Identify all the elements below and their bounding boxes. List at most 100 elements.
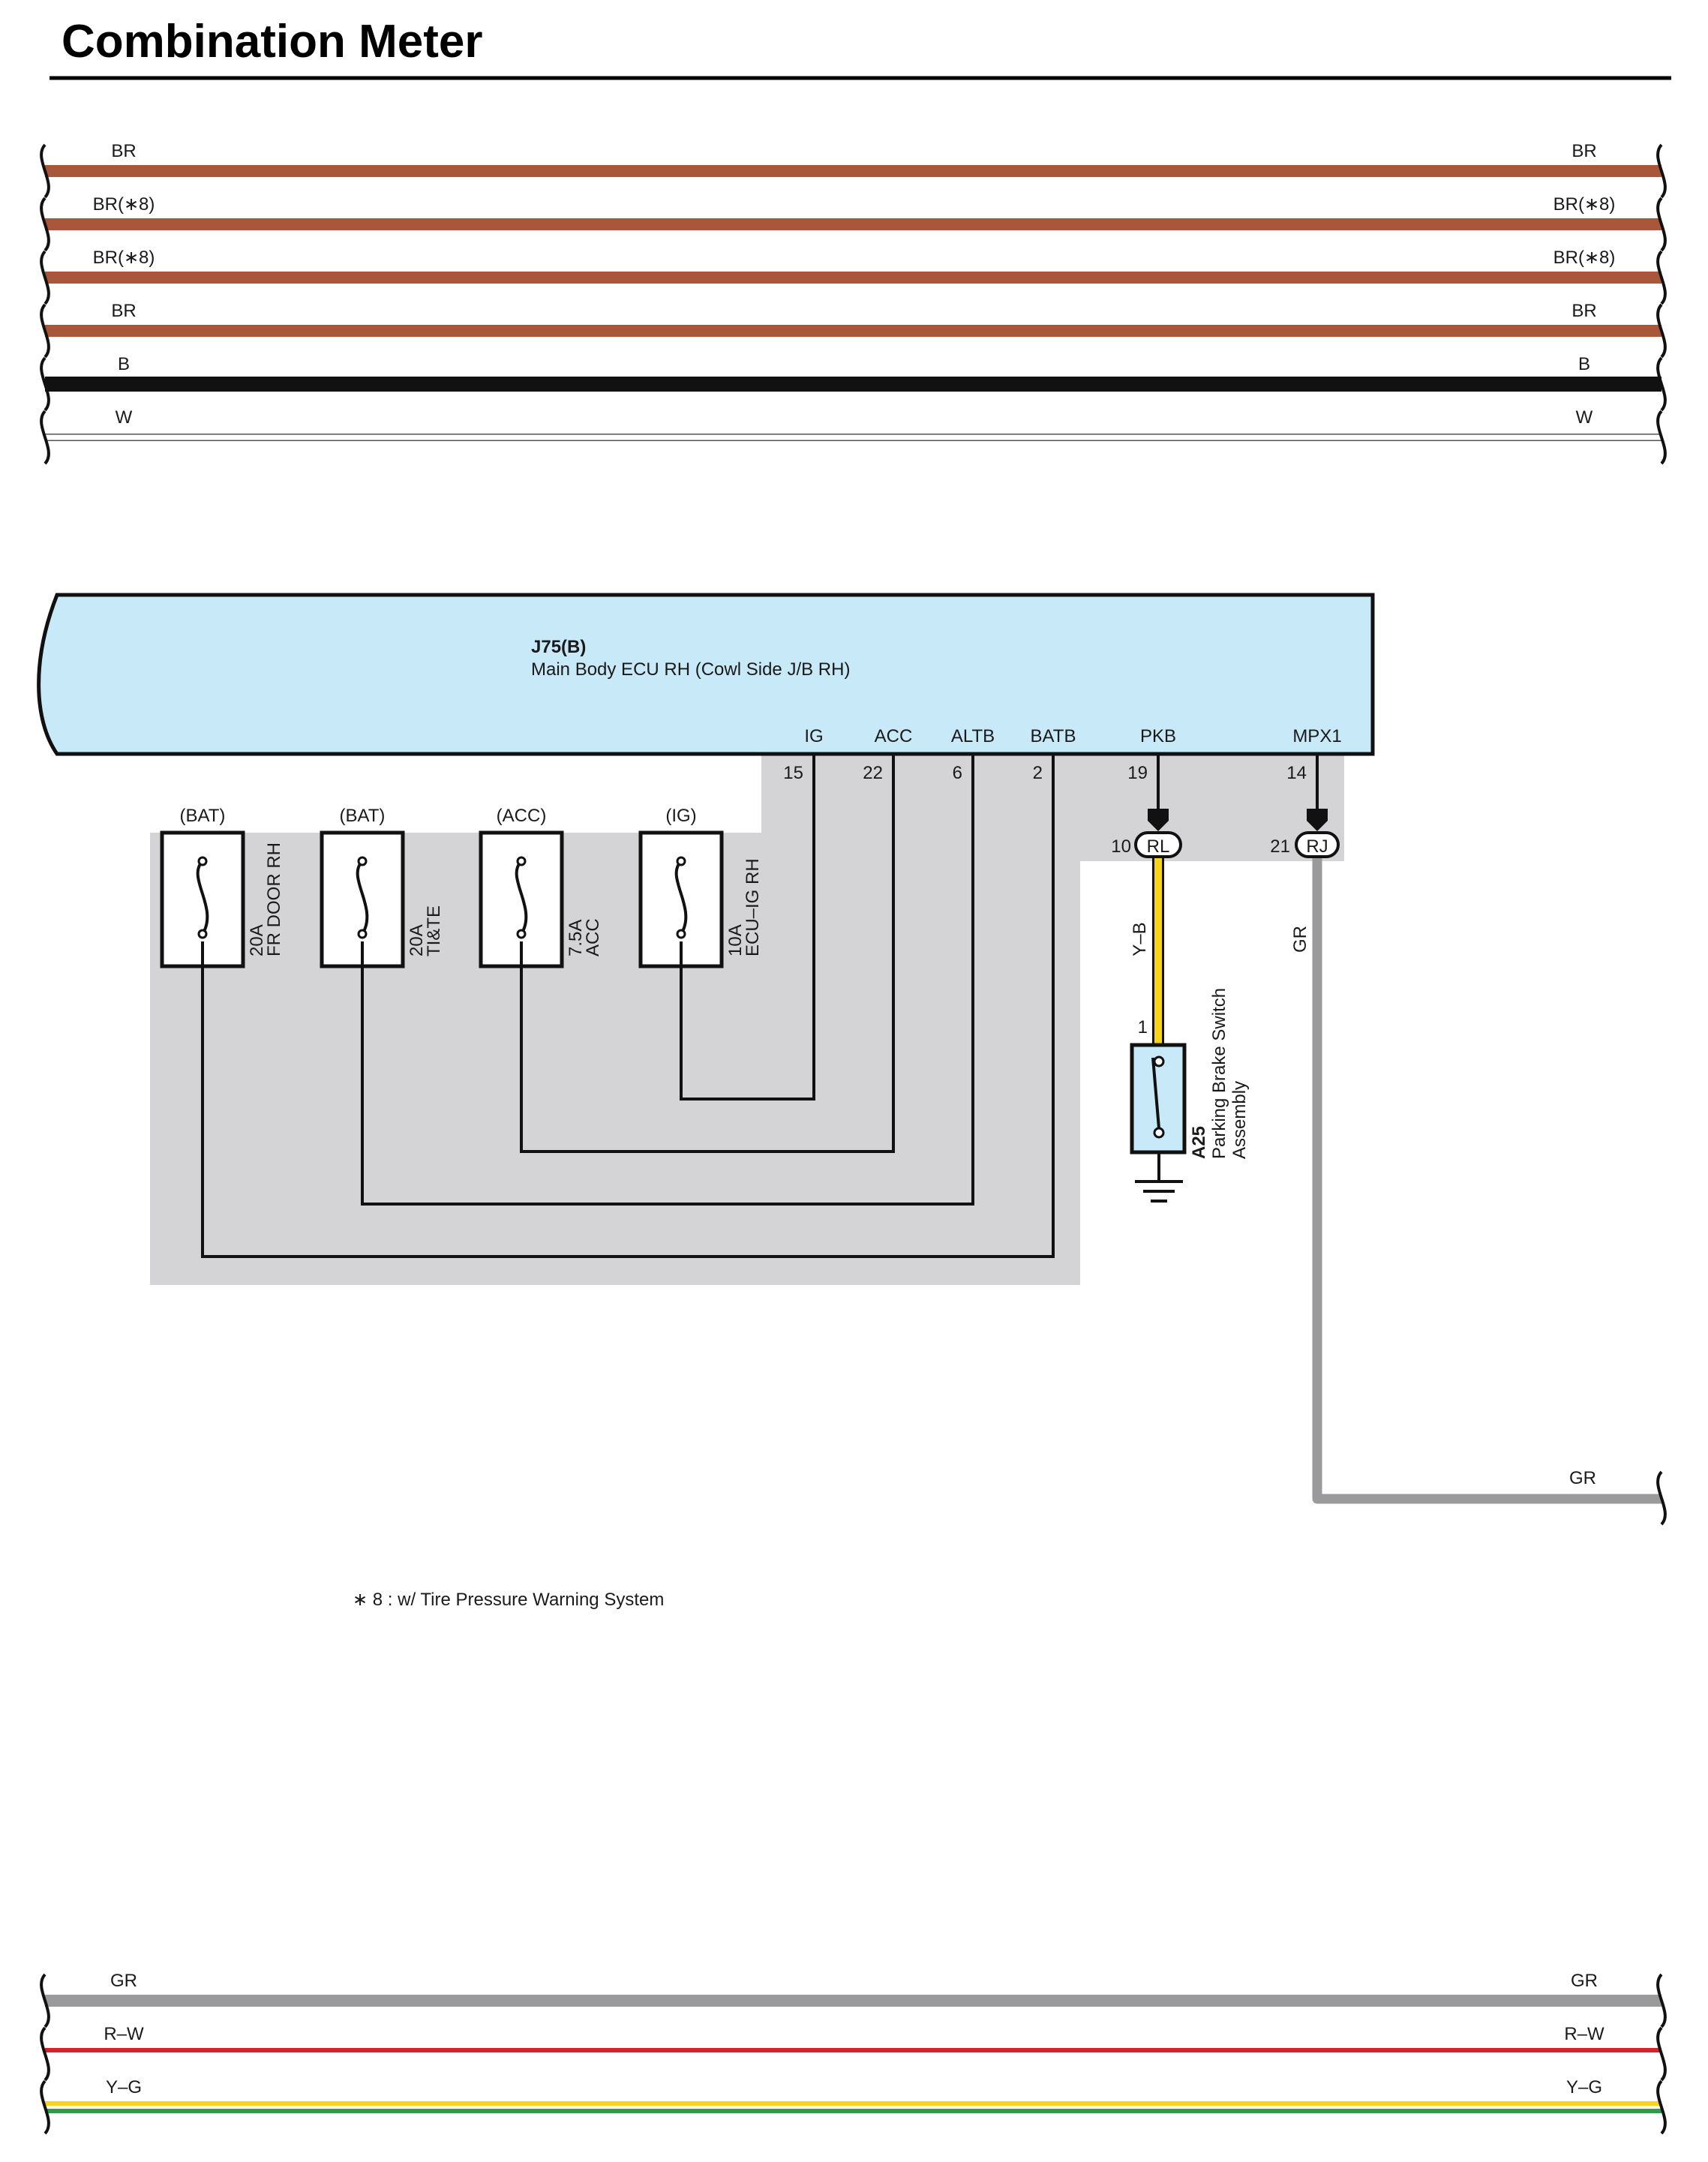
top-wire-3: BR BR — [40, 301, 1667, 359]
top-wire-label-right: BR — [1571, 301, 1596, 321]
wire-break-left-icon — [40, 303, 50, 359]
top-wire-label-left: BR — [111, 301, 136, 321]
wire-break-right-icon — [1656, 250, 1667, 305]
connector-rj-pin: 21 — [1270, 836, 1290, 857]
bottom-wire-label-right: GR — [1571, 1971, 1598, 1991]
wire-break-right-icon — [1656, 356, 1667, 412]
fuse-rating: 10A — [725, 924, 746, 956]
fuse-icon — [196, 860, 209, 935]
wire-break-right-icon — [1656, 2026, 1667, 2082]
wire-break-right-icon — [1656, 1973, 1667, 2028]
top-wire-label-right: BR(∗8) — [1553, 248, 1616, 268]
wire-break-right-icon — [1656, 303, 1667, 359]
bottom-wire-label-left: GR — [110, 1971, 137, 1991]
wire-acc — [520, 754, 895, 1153]
fuse-supply: (BAT) — [180, 806, 226, 826]
footnote: ∗ 8 : w/ Tire Pressure Warning System — [353, 1590, 664, 1610]
wire-break-right-icon — [1656, 143, 1667, 199]
switch-pin: 1 — [1138, 1017, 1148, 1037]
switch-contact-bottom — [1153, 1127, 1165, 1139]
top-wire-label-left: BR(∗8) — [93, 248, 155, 268]
ecu-terminal-pkb: PKB 19 — [1127, 726, 1176, 783]
connector-rl-id: RL — [1147, 836, 1170, 857]
top-wire-2: BR(∗8) BR(∗8) — [40, 248, 1667, 305]
fuse-name: FR DOOR RH — [264, 842, 284, 956]
wire-break-left-icon — [40, 2079, 50, 2135]
ecu-terminal-mpx1: MPX1 14 — [1286, 726, 1341, 783]
connector-rl-pin: 10 — [1111, 836, 1131, 857]
top-wire-label-right: W — [1576, 407, 1593, 428]
terminal-pin: 19 — [1127, 763, 1148, 783]
wire-break-left-icon — [40, 250, 50, 305]
connector-rj-id: RJ — [1306, 836, 1328, 857]
connector-rj — [1295, 831, 1340, 858]
wire-break-left-icon — [40, 197, 50, 252]
switch-contact-top — [1153, 1055, 1165, 1067]
terminal-pin: 15 — [783, 763, 803, 783]
top-wire-label-left: BR(∗8) — [93, 194, 155, 215]
ecu-terminal-batb: BATB 2 — [1031, 726, 1076, 783]
ecu-box — [37, 593, 1375, 756]
wire-break-right-icon — [1656, 197, 1667, 252]
junction-block-shade-main — [150, 752, 1344, 1285]
switch-code: A25 — [1189, 1126, 1209, 1159]
top-wire-1: BR(∗8) BR(∗8) — [40, 194, 1667, 252]
terminal-pin: 2 — [1033, 763, 1043, 783]
fuse-name: ECU–IG RH — [743, 858, 763, 956]
pkb-arrow — [1148, 809, 1169, 831]
wire-batb — [201, 754, 1055, 1258]
fuse-icon — [674, 860, 688, 935]
fuse-rating: 7.5A — [566, 920, 586, 956]
wire-label-gr: GR — [1290, 926, 1310, 953]
ecu-terminal-altb: ALTB 6 — [951, 726, 995, 783]
top-wire-label-right: BR(∗8) — [1553, 194, 1616, 215]
wire-break-left-icon — [40, 143, 50, 199]
fuse-supply: (ACC) — [497, 806, 547, 826]
top-wire-label-right: BR — [1571, 141, 1596, 161]
fuse-supply: (BAT) — [340, 806, 386, 826]
fuse-icon — [356, 860, 369, 935]
wire-break-right-icon — [1656, 2079, 1667, 2135]
fuse-supply: (IG) — [665, 806, 696, 826]
terminal-label: ALTB — [951, 726, 995, 746]
terminal-label: PKB — [1140, 726, 1176, 746]
wire-altb — [361, 754, 974, 1206]
wire-break-left-icon — [40, 2026, 50, 2082]
terminal-label: ACC — [875, 726, 913, 746]
wire-ig — [680, 754, 815, 1101]
fuse-name: ACC — [583, 918, 603, 956]
terminal-label: IG — [804, 726, 823, 746]
terminal-label: MPX1 — [1292, 726, 1341, 746]
fuse-name: TI&TE — [424, 905, 444, 956]
bottom-wire-label-left: Y–G — [106, 2077, 142, 2097]
connector-rl — [1134, 831, 1182, 858]
mpx-break-icon — [1656, 1470, 1667, 1526]
mpx-arrow — [1307, 809, 1328, 831]
switch-blade-icon — [1151, 1057, 1160, 1129]
top-wire-label-left: B — [118, 354, 130, 374]
bottom-wire-label-left: R–W — [104, 2024, 144, 2044]
ecu-terminal-acc: ACC 22 — [863, 726, 912, 783]
terminal-pin: 6 — [953, 763, 962, 783]
fuse-icon — [515, 860, 528, 935]
fuse-rating: 20A — [247, 924, 267, 956]
terminal-label: BATB — [1031, 726, 1076, 746]
ecu-code: J75(B) — [531, 637, 586, 657]
ground-icon — [1135, 1180, 1183, 1203]
mpx-wire — [1312, 857, 1661, 1504]
wire-break-left-icon — [40, 356, 50, 412]
terminal-pin: 22 — [863, 763, 883, 783]
terminal-pin: 14 — [1286, 763, 1307, 783]
